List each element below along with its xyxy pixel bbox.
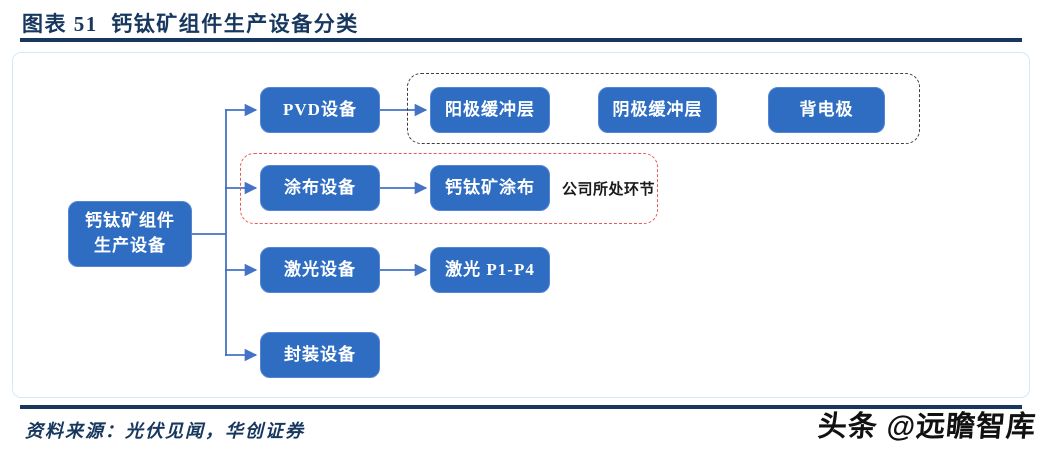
figure-faint-border <box>12 52 1030 398</box>
toutiao-watermark: 头条 @远瞻智库 <box>815 411 1038 443</box>
node-encapsulation-equipment: 封装设备 <box>260 332 380 378</box>
node-coating-equipment: 涂布设备 <box>260 165 380 211</box>
company-segment-dashed-group <box>240 153 658 224</box>
figure-title: 图表 51 钙钛矿组件生产设备分类 <box>22 12 359 36</box>
root-node-label: 钙钛矿组件 生产设备 <box>85 211 175 255</box>
node-laser-equipment: 激光设备 <box>260 247 380 293</box>
bottom-rule <box>20 405 1022 409</box>
node-perovskite-coating: 钙钛矿涂布 <box>430 165 550 211</box>
source-attribution: 资料来源：光伏见闻，华创证券 <box>25 421 305 441</box>
pvd-steps-dashed-group <box>407 73 920 144</box>
node-perovskite-module-equipment: 钙钛矿组件 生产设备 <box>68 201 192 267</box>
node-cathode-buffer-layer: 阴极缓冲层 <box>598 87 717 133</box>
company-segment-note: 公司所处环节 <box>562 181 656 198</box>
node-laser-p1-p4: 激光 P1-P4 <box>430 247 550 293</box>
title-underline <box>20 38 1022 42</box>
node-pvd-equipment: PVD设备 <box>260 87 380 133</box>
node-anode-buffer-layer: 阳极缓冲层 <box>430 87 550 133</box>
node-back-electrode: 背电极 <box>768 87 885 133</box>
